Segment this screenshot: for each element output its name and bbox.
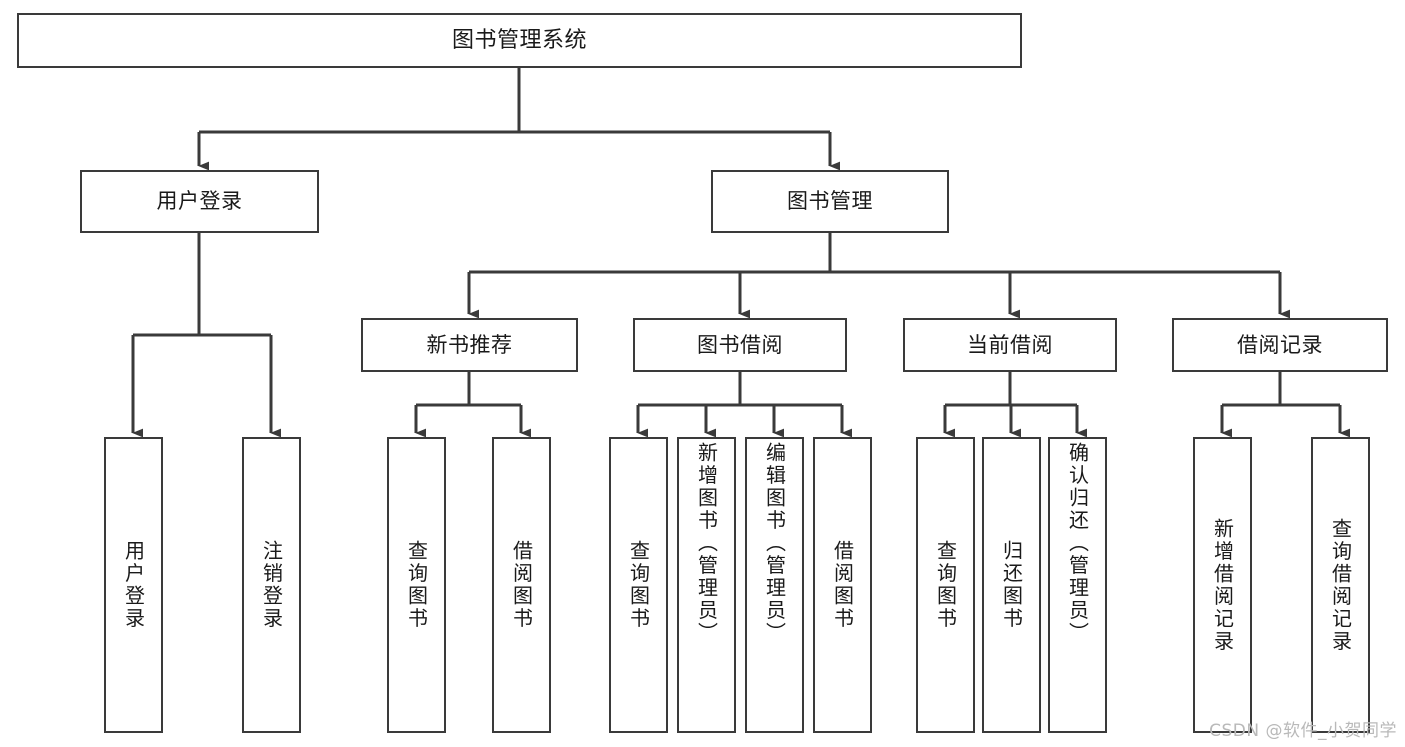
node-label: 查询图书 (626, 540, 651, 630)
node-label: 新书推荐 (426, 332, 513, 357)
node-label: 新增借阅记录 (1210, 517, 1235, 653)
node-label: 确认归还（管理员） (1065, 442, 1090, 645)
node-leaf-query-book-1[interactable]: 查询图书 (387, 437, 446, 733)
node-label: 编辑图书（管理员） (762, 442, 787, 645)
node-label: 归还图书 (999, 540, 1024, 630)
node-leaf-add-book[interactable]: 新增图书（管理员） (677, 437, 736, 733)
node-label: 新增图书（管理员） (694, 442, 719, 645)
node-leaf-query-book-2[interactable]: 查询图书 (609, 437, 668, 733)
node-leaf-add-record[interactable]: 新增借阅记录 (1193, 437, 1252, 733)
node-label: 查询借阅记录 (1328, 517, 1353, 653)
node-new-book-recommend[interactable]: 新书推荐 (361, 318, 578, 372)
node-leaf-query-record[interactable]: 查询借阅记录 (1311, 437, 1370, 733)
node-borrow-record[interactable]: 借阅记录 (1172, 318, 1388, 372)
node-label: 借阅图书 (509, 540, 534, 630)
node-label: 图书管理系统 (451, 27, 587, 53)
node-user-login[interactable]: 用户登录 (80, 170, 319, 233)
node-label: 借阅记录 (1237, 332, 1323, 357)
node-current-borrow[interactable]: 当前借阅 (903, 318, 1117, 372)
node-label: 当前借阅 (967, 332, 1053, 357)
node-label: 用户登录 (156, 189, 243, 214)
node-label: 查询图书 (404, 540, 429, 630)
node-label: 查询图书 (933, 540, 958, 630)
node-leaf-borrow-book-2[interactable]: 借阅图书 (813, 437, 872, 733)
node-leaf-query-book-3[interactable]: 查询图书 (916, 437, 975, 733)
node-leaf-confirm-return[interactable]: 确认归还（管理员） (1048, 437, 1107, 733)
node-label: 图书管理 (787, 189, 873, 214)
node-leaf-user-login[interactable]: 用户登录 (104, 437, 163, 733)
node-label: 图书借阅 (697, 332, 783, 357)
node-leaf-return-book[interactable]: 归还图书 (982, 437, 1041, 733)
node-leaf-borrow-book-1[interactable]: 借阅图书 (492, 437, 551, 733)
node-root-book-management-system[interactable]: 图书管理系统 (17, 13, 1022, 68)
node-book-borrow[interactable]: 图书借阅 (633, 318, 847, 372)
node-leaf-edit-book[interactable]: 编辑图书（管理员） (745, 437, 804, 733)
node-label: 借阅图书 (830, 540, 855, 630)
node-leaf-user-logout[interactable]: 注销登录 (242, 437, 301, 733)
node-book-management[interactable]: 图书管理 (711, 170, 949, 233)
node-label: 用户登录 (121, 540, 146, 630)
node-label: 注销登录 (259, 540, 284, 630)
